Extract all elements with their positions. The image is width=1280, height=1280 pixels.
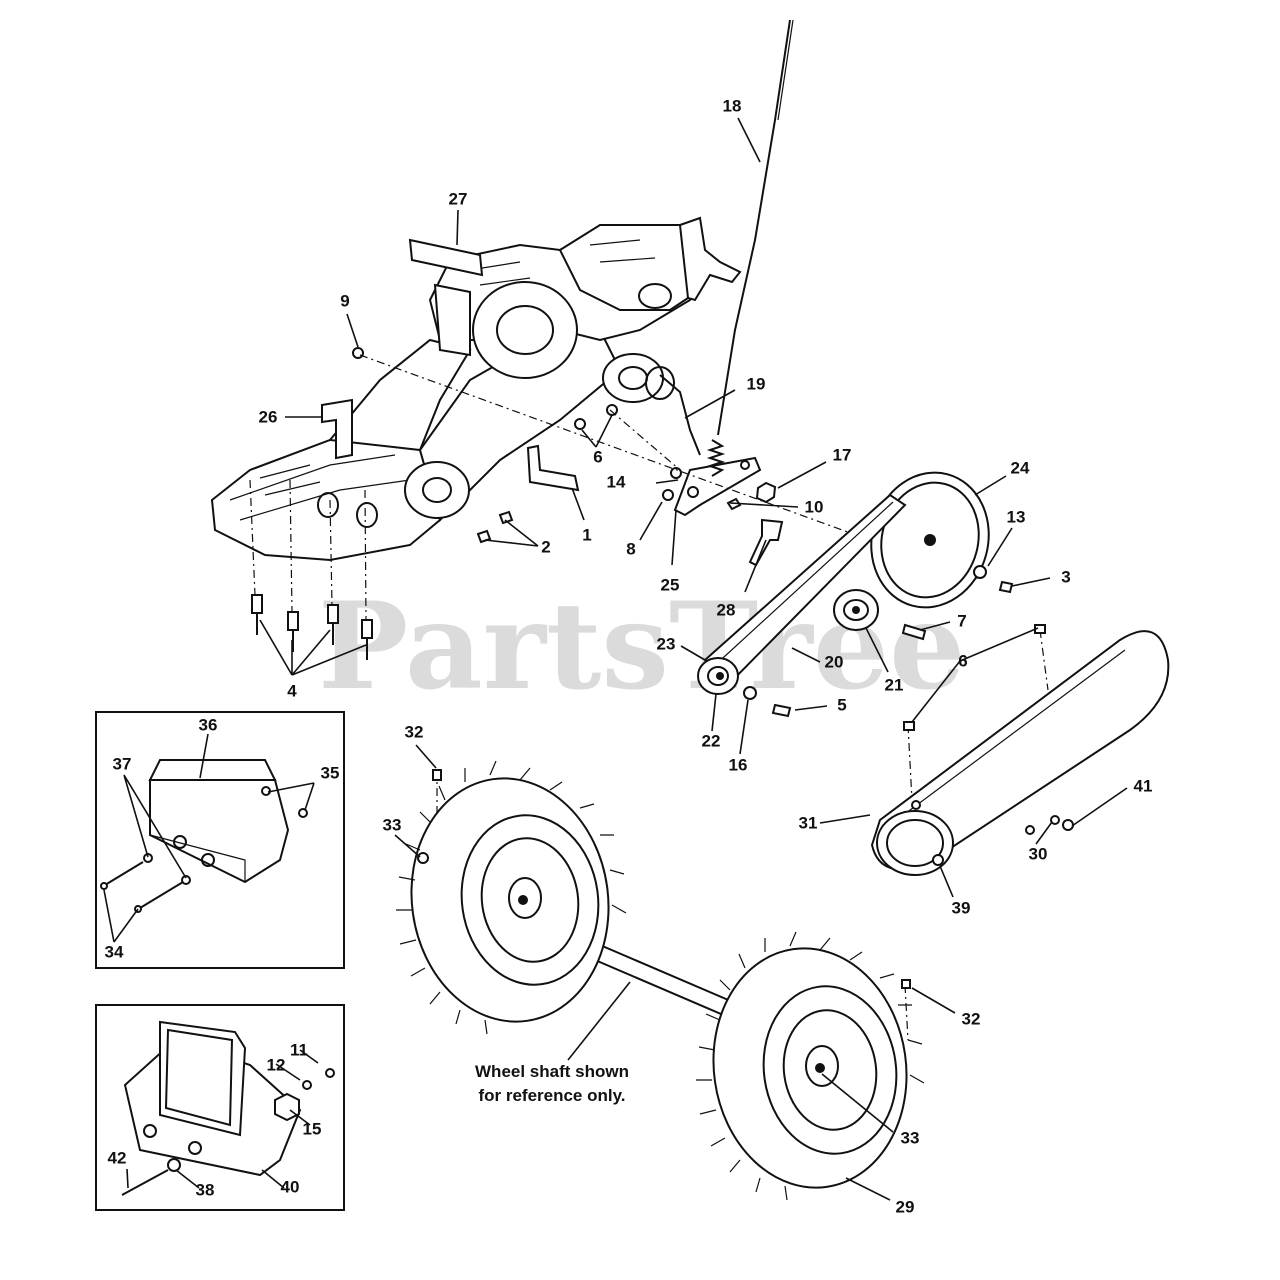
callout-34: 34	[105, 942, 124, 961]
part-6-screw-upper	[1034, 624, 1046, 634]
callout-20: 20	[825, 652, 844, 671]
callout-30: 30	[1029, 844, 1048, 863]
part-33-clip-left	[417, 852, 429, 864]
callout-12: 12	[267, 1055, 286, 1074]
left-wheel	[396, 760, 627, 1035]
callout-42: 42	[108, 1148, 127, 1167]
hardware-fasteners	[352, 347, 777, 544]
part-4-bolts	[251, 594, 373, 660]
part-22-pulley	[697, 657, 739, 695]
callout-32-left: 32	[405, 722, 424, 741]
callout-24: 24	[1011, 458, 1030, 477]
callout-2: 2	[541, 537, 550, 556]
callout-28: 28	[717, 600, 736, 619]
part-32-pin-left	[432, 769, 442, 781]
callout-40: 40	[281, 1177, 300, 1196]
part-27-handle-bracket	[408, 238, 484, 357]
callout-10: 10	[805, 497, 824, 516]
inset-front-weight	[95, 711, 345, 969]
part-1-bracket	[526, 444, 580, 492]
note-line-1: Wheel shaft shown	[475, 1062, 629, 1081]
callout-21: 21	[885, 675, 904, 694]
leader-lines	[103, 117, 1128, 1201]
callout-11: 11	[290, 1040, 308, 1059]
callout-39: 39	[952, 898, 971, 917]
callout-26: 26	[259, 407, 278, 426]
callout-37: 37	[113, 754, 132, 773]
callout-35: 35	[321, 763, 340, 782]
callout-8: 8	[626, 539, 635, 558]
callout-4: 4	[287, 681, 297, 700]
part-25-idler-arm	[673, 456, 762, 517]
inset-rear-weight	[95, 1004, 345, 1211]
callout-labels: 27 9 26 18 19 6 1 2 4 14 8 17 10 25 28 2…	[105, 96, 1153, 1216]
part-30-washer	[1050, 815, 1060, 825]
right-wheel	[696, 931, 925, 1201]
callout-23: 23	[657, 634, 676, 653]
callout-6-upper: 6	[593, 447, 602, 466]
callout-22: 22	[702, 731, 721, 750]
part-39-nut	[932, 854, 944, 866]
callout-25: 25	[661, 575, 680, 594]
callout-27: 27	[449, 189, 468, 208]
callout-32-right: 32	[962, 1009, 981, 1028]
callout-13: 13	[1007, 507, 1026, 526]
part-21-pulley	[833, 589, 879, 631]
callout-14: 14	[607, 472, 626, 491]
callout-5: 5	[837, 695, 846, 714]
callout-36: 36	[199, 715, 218, 734]
part-18-cable	[706, 19, 794, 477]
callout-33-left: 33	[383, 815, 402, 834]
callout-15: 15	[303, 1119, 322, 1138]
part-5-screw	[771, 703, 792, 718]
part-26-bracket	[321, 398, 353, 460]
part-32-pin-right	[901, 979, 911, 989]
part-6-screw-lower	[903, 721, 915, 731]
callout-1: 1	[582, 525, 591, 544]
callout-29: 29	[896, 1197, 915, 1216]
callout-3: 3	[1061, 567, 1070, 586]
transmission-housing	[210, 216, 742, 562]
part-19-rod	[659, 374, 701, 456]
callout-17: 17	[833, 445, 852, 464]
callout-19: 19	[747, 374, 766, 393]
callout-38: 38	[196, 1180, 215, 1199]
callout-7: 7	[957, 611, 966, 630]
callout-41: 41	[1134, 776, 1153, 795]
part-41-nut	[1062, 819, 1074, 831]
part-31-belt-cover	[870, 630, 1170, 876]
callout-18: 18	[723, 96, 742, 115]
part-28-bracket	[748, 518, 784, 567]
alignment-lines	[249, 354, 1049, 1041]
callout-6-lower: 6	[958, 651, 967, 670]
part-7-bolt	[901, 623, 927, 641]
callout-33-right: 33	[901, 1128, 920, 1147]
part-16-washer	[743, 686, 757, 700]
wheel-shaft-note: Wheel shaft shown for reference only.	[475, 1062, 629, 1105]
callout-31: 31	[799, 813, 818, 832]
callout-9: 9	[340, 291, 349, 310]
note-line-2: for reference only.	[478, 1086, 625, 1105]
callout-16: 16	[729, 755, 748, 774]
part-13-washer	[973, 565, 987, 579]
part-3-screw	[998, 580, 1014, 594]
